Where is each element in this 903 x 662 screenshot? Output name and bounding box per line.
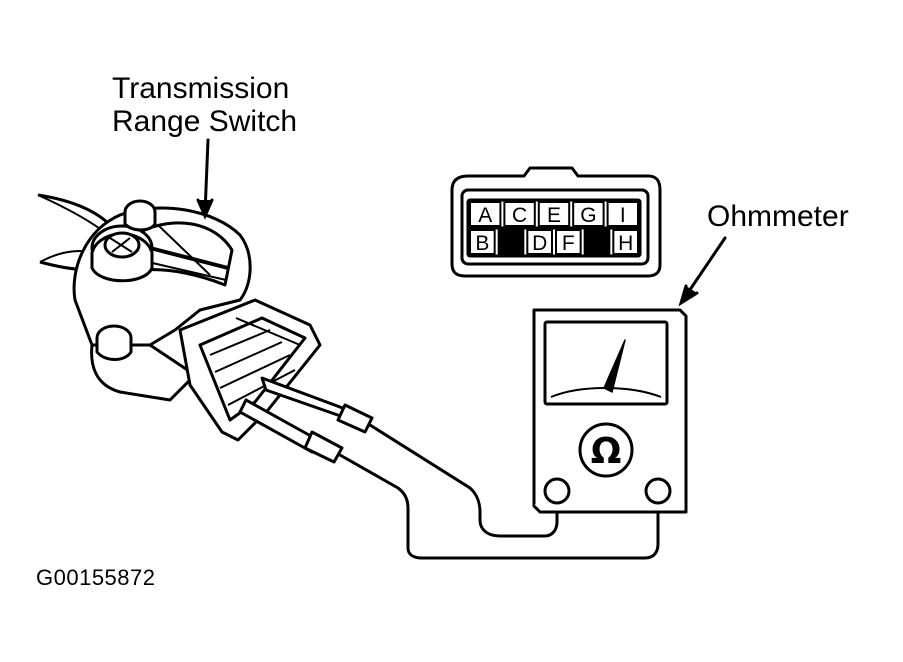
lead-wire-upper <box>368 423 559 538</box>
ohm-symbol-icon: Ω <box>591 431 622 472</box>
pin-label-h: H <box>618 232 633 255</box>
pin-cell <box>572 201 605 227</box>
pin-label-d: D <box>532 232 547 255</box>
ohmmeter <box>532 308 688 514</box>
pin-cell <box>537 201 571 227</box>
pin-label-g: G <box>580 204 596 227</box>
ohm-dial <box>578 422 634 478</box>
pin-label-f: F <box>562 232 575 255</box>
meter-needle <box>603 339 626 393</box>
pin-cell <box>583 229 611 255</box>
terminal-right <box>644 477 672 505</box>
ohmmeter-label: Ohmmeter <box>707 200 849 233</box>
transmission-range-switch <box>37 193 322 442</box>
pin-cell <box>526 229 553 255</box>
pin-label-e: E <box>547 204 561 227</box>
pin-cell <box>606 201 639 227</box>
pin-cell <box>497 229 525 255</box>
figure-code: G00155872 <box>36 565 156 590</box>
test-probes <box>238 376 374 464</box>
terminal-left <box>543 477 571 505</box>
pin-cell <box>469 229 496 255</box>
switch-label-line-2: Range Switch <box>112 105 298 138</box>
lead-wire-lower <box>338 453 660 560</box>
pin-label-b: B <box>475 232 489 255</box>
test-leads <box>338 423 660 560</box>
pin-cell <box>469 201 502 227</box>
leader-arrows <box>196 138 727 307</box>
pin-label-a: A <box>478 204 492 227</box>
pin-label-c: C <box>512 204 527 227</box>
pin-cell <box>612 229 639 255</box>
transmission-range-switch-label: Transmission Range Switch <box>112 72 297 138</box>
meter-face <box>543 320 669 406</box>
switch-label-line-1: Transmission <box>112 72 290 105</box>
pin-label-i: I <box>620 204 626 227</box>
pin-cell <box>555 229 582 255</box>
pin-cell <box>503 201 536 227</box>
